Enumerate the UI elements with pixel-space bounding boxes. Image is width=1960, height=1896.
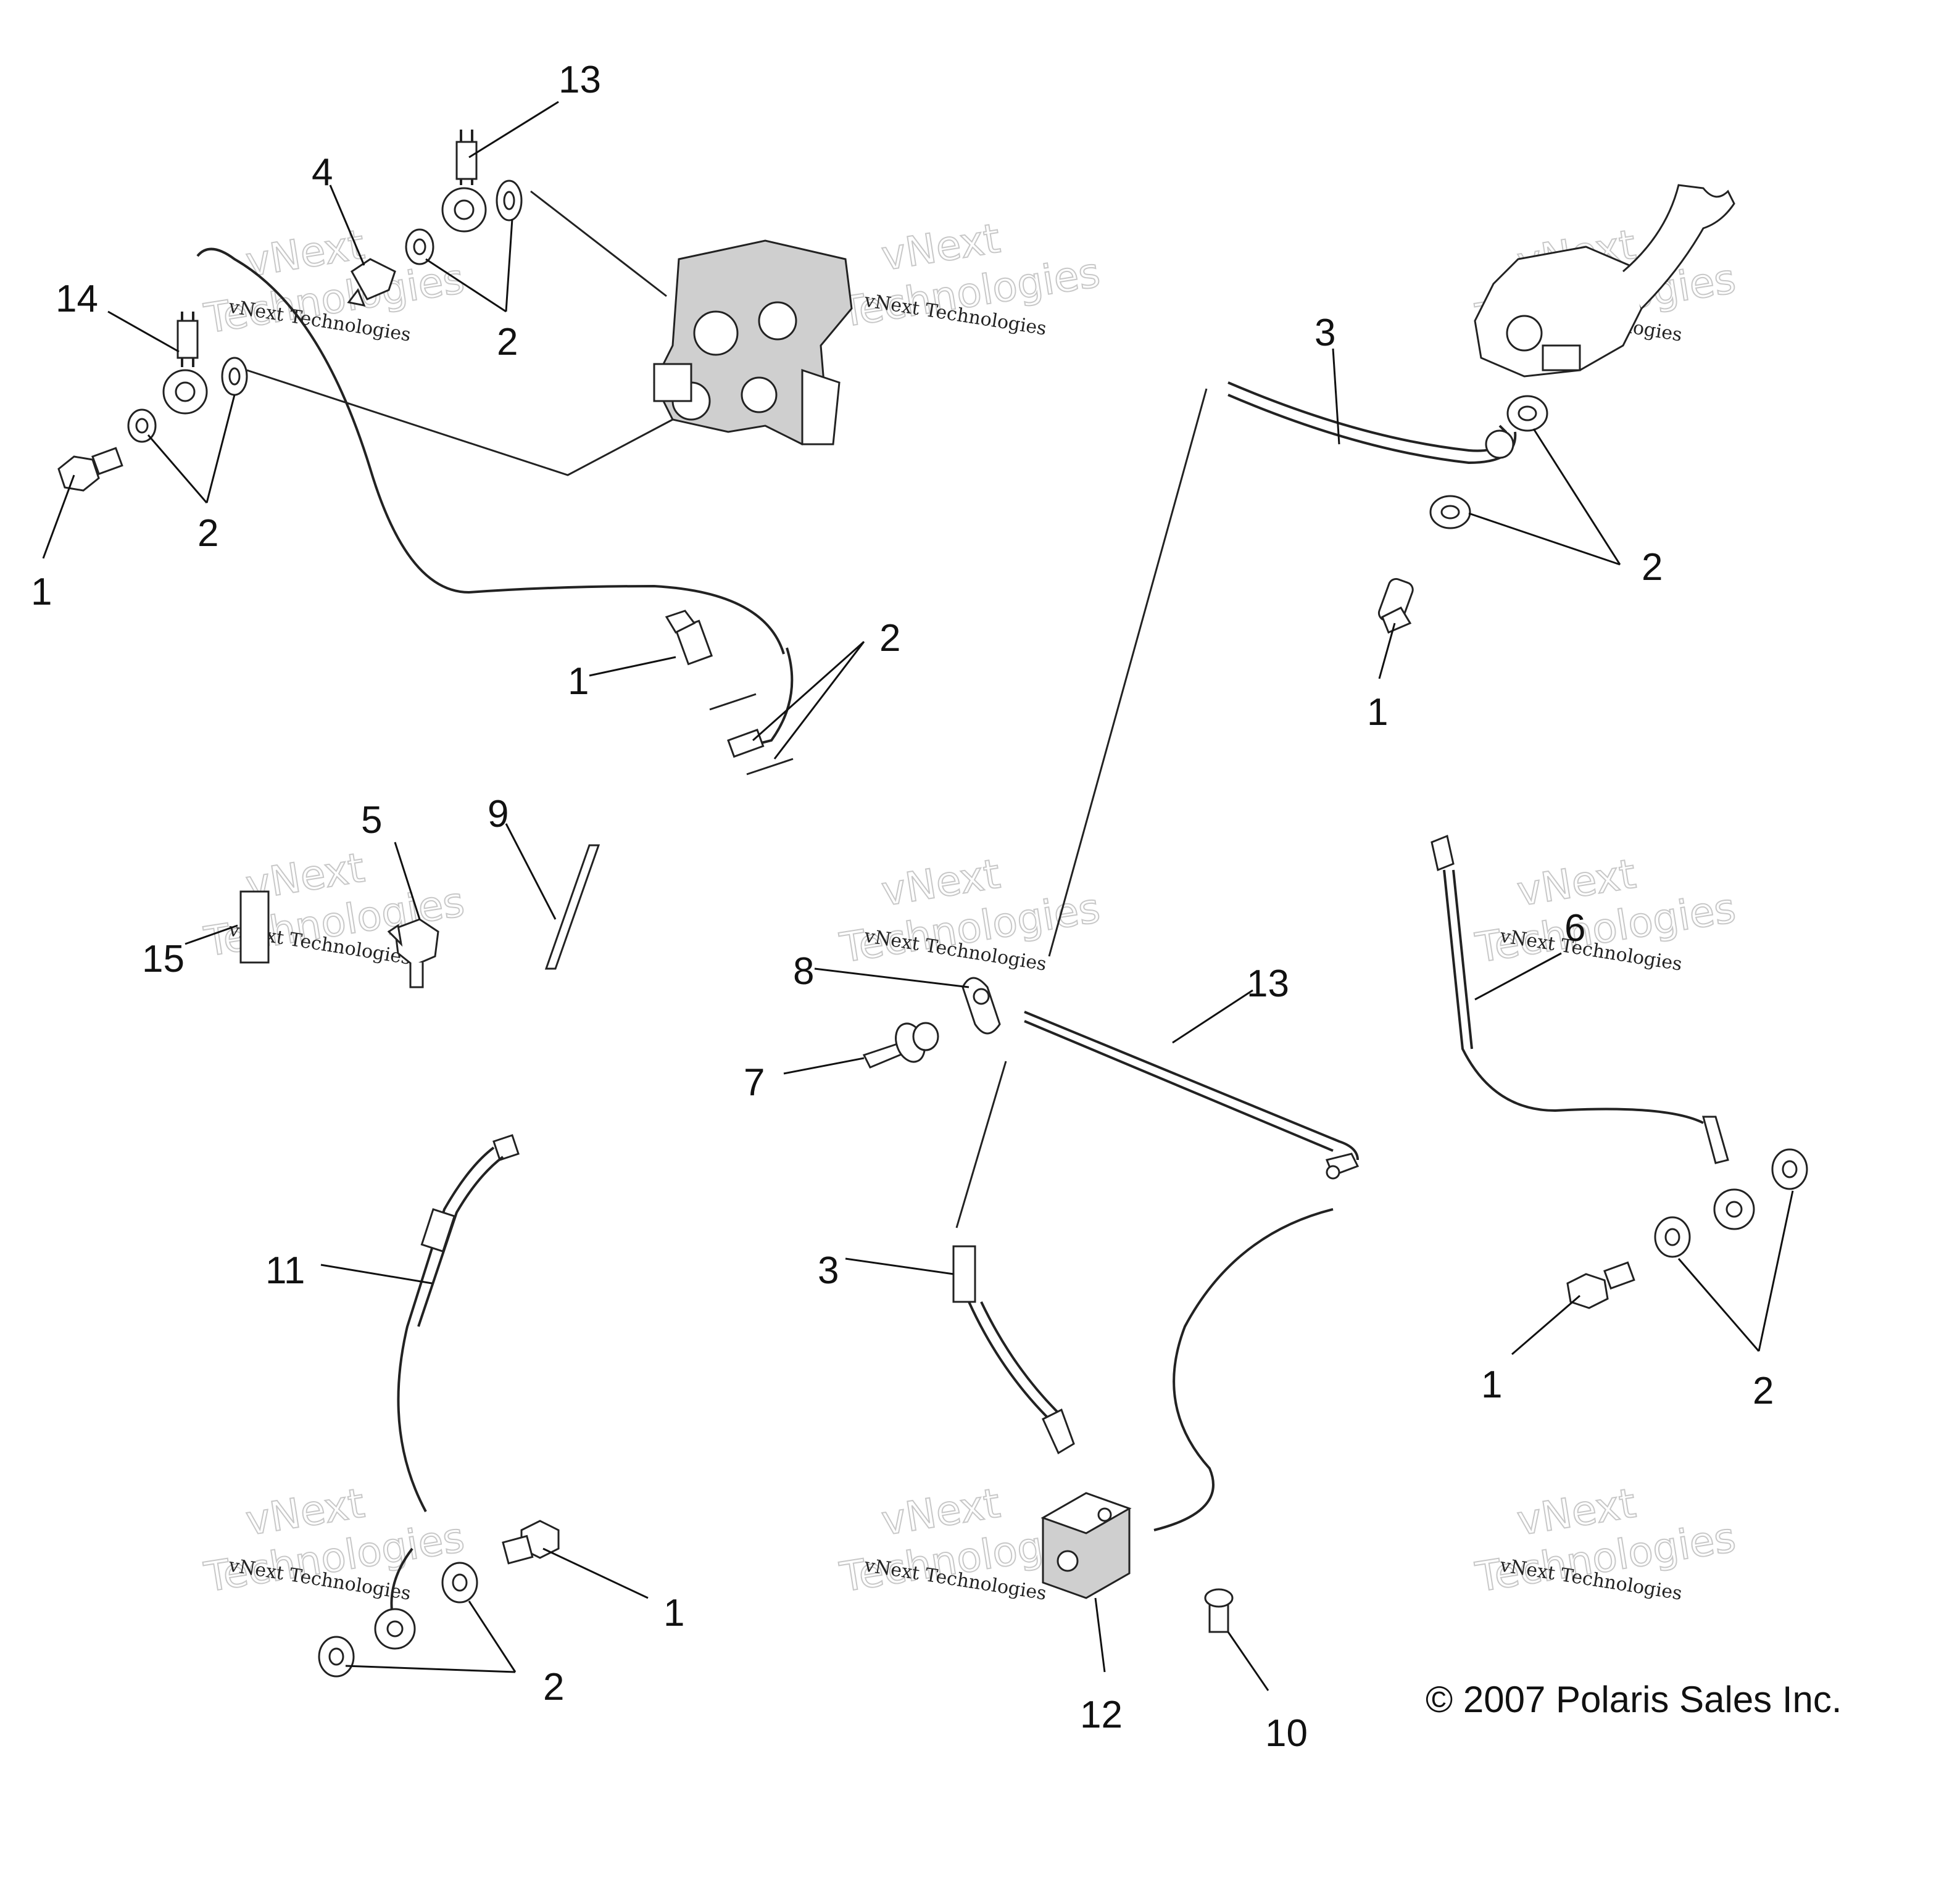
banjo-bolt-1c — [665, 610, 713, 666]
watermark-top-center: vNext Technologies vNext Technologies — [836, 214, 1104, 340]
brake-hose-6 — [1431, 834, 1755, 1230]
washer-top-2b — [405, 228, 434, 265]
clamp-8 — [961, 977, 1001, 1035]
label-2-top: 2 — [497, 321, 518, 363]
brake-hose-to-block — [1153, 1208, 1334, 1531]
label-1-left: 1 — [31, 571, 52, 613]
banjo-hose-3-top — [1227, 381, 1517, 465]
label-10: 10 — [1265, 1712, 1308, 1755]
banjo-hose-14 — [162, 312, 208, 415]
label-13-middle: 13 — [1247, 962, 1289, 1005]
label-7: 7 — [744, 1061, 765, 1104]
abs-connection-line-upper — [530, 190, 667, 297]
rivet-7 — [862, 1022, 939, 1069]
washer-right-top-2a — [1506, 395, 1548, 432]
brake-hose-11 — [374, 1134, 520, 1650]
brake-hose-long-left-tail — [746, 647, 794, 748]
label-1-middle: 1 — [568, 660, 589, 703]
label-12: 12 — [1080, 1694, 1123, 1736]
label-1-bottom: 1 — [663, 1592, 684, 1634]
label-8: 8 — [793, 950, 814, 993]
cable-tie-9 — [544, 844, 600, 970]
label-9: 9 — [488, 793, 509, 835]
washer-bottom-2a — [441, 1562, 478, 1604]
watermark-bottom-right: vNext Technologies vNext Technologies — [1472, 1479, 1740, 1605]
label-5: 5 — [361, 799, 382, 842]
label-2-bottom: 2 — [543, 1666, 564, 1708]
copyright-notice: © 2007 Polaris Sales Inc. — [1426, 1679, 1842, 1720]
banjo-bolt-1d — [1566, 1261, 1635, 1309]
label-15: 15 — [142, 938, 185, 980]
banjo-bolt-1b — [1377, 577, 1414, 634]
washer-left-2a — [221, 357, 248, 396]
watermark-top-left: vNext Technologies vNext Technologies — [201, 220, 468, 346]
watermark-bottom-left: vNext Technologies vNext Technologies — [201, 1479, 468, 1605]
brake-hose-3-lower — [952, 1061, 1075, 1455]
label-1-right: 1 — [1481, 1364, 1502, 1406]
washer-right-2b — [1654, 1216, 1691, 1258]
bleeder-valve-4 — [347, 258, 396, 307]
label-14: 14 — [56, 278, 98, 320]
brake-tube-13-middle — [1024, 1011, 1360, 1180]
washer-right-top-2b — [1429, 495, 1471, 529]
banjo-hose-13-top — [441, 130, 487, 233]
watermark-middle-left: vNext Technologies vNext Technologies — [201, 843, 468, 969]
label-3-top: 3 — [1314, 312, 1335, 354]
abs-module — [653, 239, 853, 445]
distribution-block-12 — [1040, 1492, 1132, 1599]
banjo-bolt-1e — [502, 1520, 560, 1565]
hidden-part-line-b — [746, 758, 794, 776]
label-4: 4 — [312, 151, 333, 194]
label-2-right: 2 — [1753, 1370, 1774, 1412]
leader-lines — [42, 101, 1794, 1691]
label-2-top-right: 2 — [1642, 546, 1663, 589]
washer-top-2a — [496, 180, 523, 221]
part-labels: 13 4 14 2 2 1 3 2 1 2 1 5 9 15 8 7 13 6 … — [31, 59, 1774, 1755]
washer-right-2a — [1771, 1148, 1808, 1190]
label-6: 6 — [1564, 907, 1585, 950]
banjo-bolt-1a — [57, 447, 123, 492]
label-2-left: 2 — [197, 512, 218, 555]
label-11: 11 — [265, 1249, 305, 1292]
banjo-bolt-10 — [1204, 1588, 1234, 1633]
abs-connection-line-lower — [246, 369, 673, 476]
label-3-lower: 3 — [818, 1249, 839, 1292]
label-13-top: 13 — [559, 59, 601, 101]
hidden-part-line-a — [709, 693, 757, 711]
washer-bottom-2b — [318, 1636, 355, 1678]
decal-15 — [239, 890, 270, 964]
brake-lever-master-cylinder — [1474, 184, 1735, 378]
washer-left-2b — [127, 408, 157, 443]
label-2-middle: 2 — [879, 617, 900, 660]
connection-line-center — [1048, 388, 1208, 957]
watermark-middle-right: vNext Technologies vNext Technologies — [1472, 850, 1740, 975]
label-1-top-right: 1 — [1367, 691, 1388, 734]
brake-hose-long-left — [196, 247, 785, 655]
